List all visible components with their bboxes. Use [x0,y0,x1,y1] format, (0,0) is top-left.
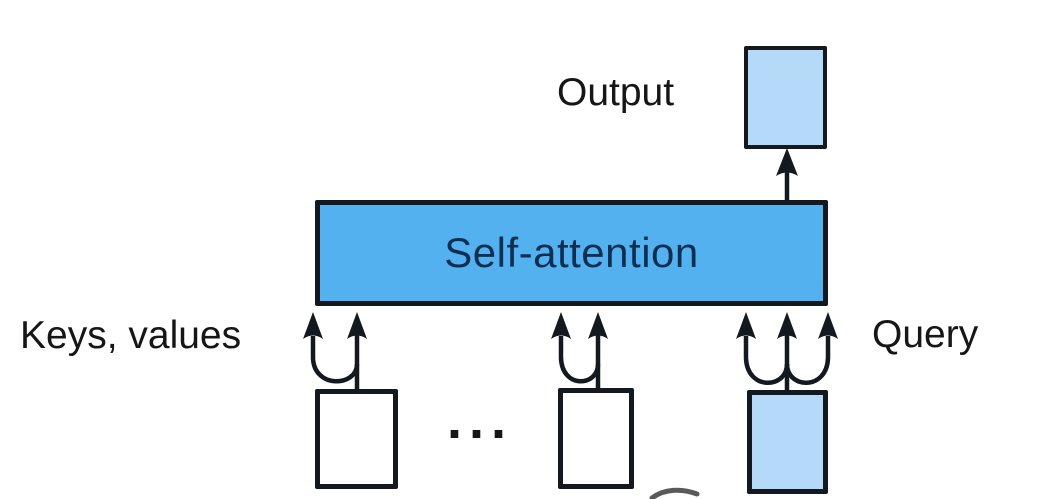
query-arrows-trident [736,312,838,391]
output-node-box [744,46,827,149]
self-attention-block: Self-attention [315,200,828,306]
self-attention-label: Self-attention [444,229,699,276]
keys-values-label: Keys, values [20,314,242,357]
stray-mark [649,487,700,499]
keys-values-arrows-middle [551,312,608,389]
output-arrow [776,148,798,201]
ellipsis-dots: ... [447,390,514,450]
input-node-left [315,389,398,489]
input-node-middle [558,388,634,489]
query-label: Query [872,313,979,356]
keys-values-arrows-left [303,312,367,390]
input-node-query [747,390,828,494]
output-label: Output [557,71,675,114]
